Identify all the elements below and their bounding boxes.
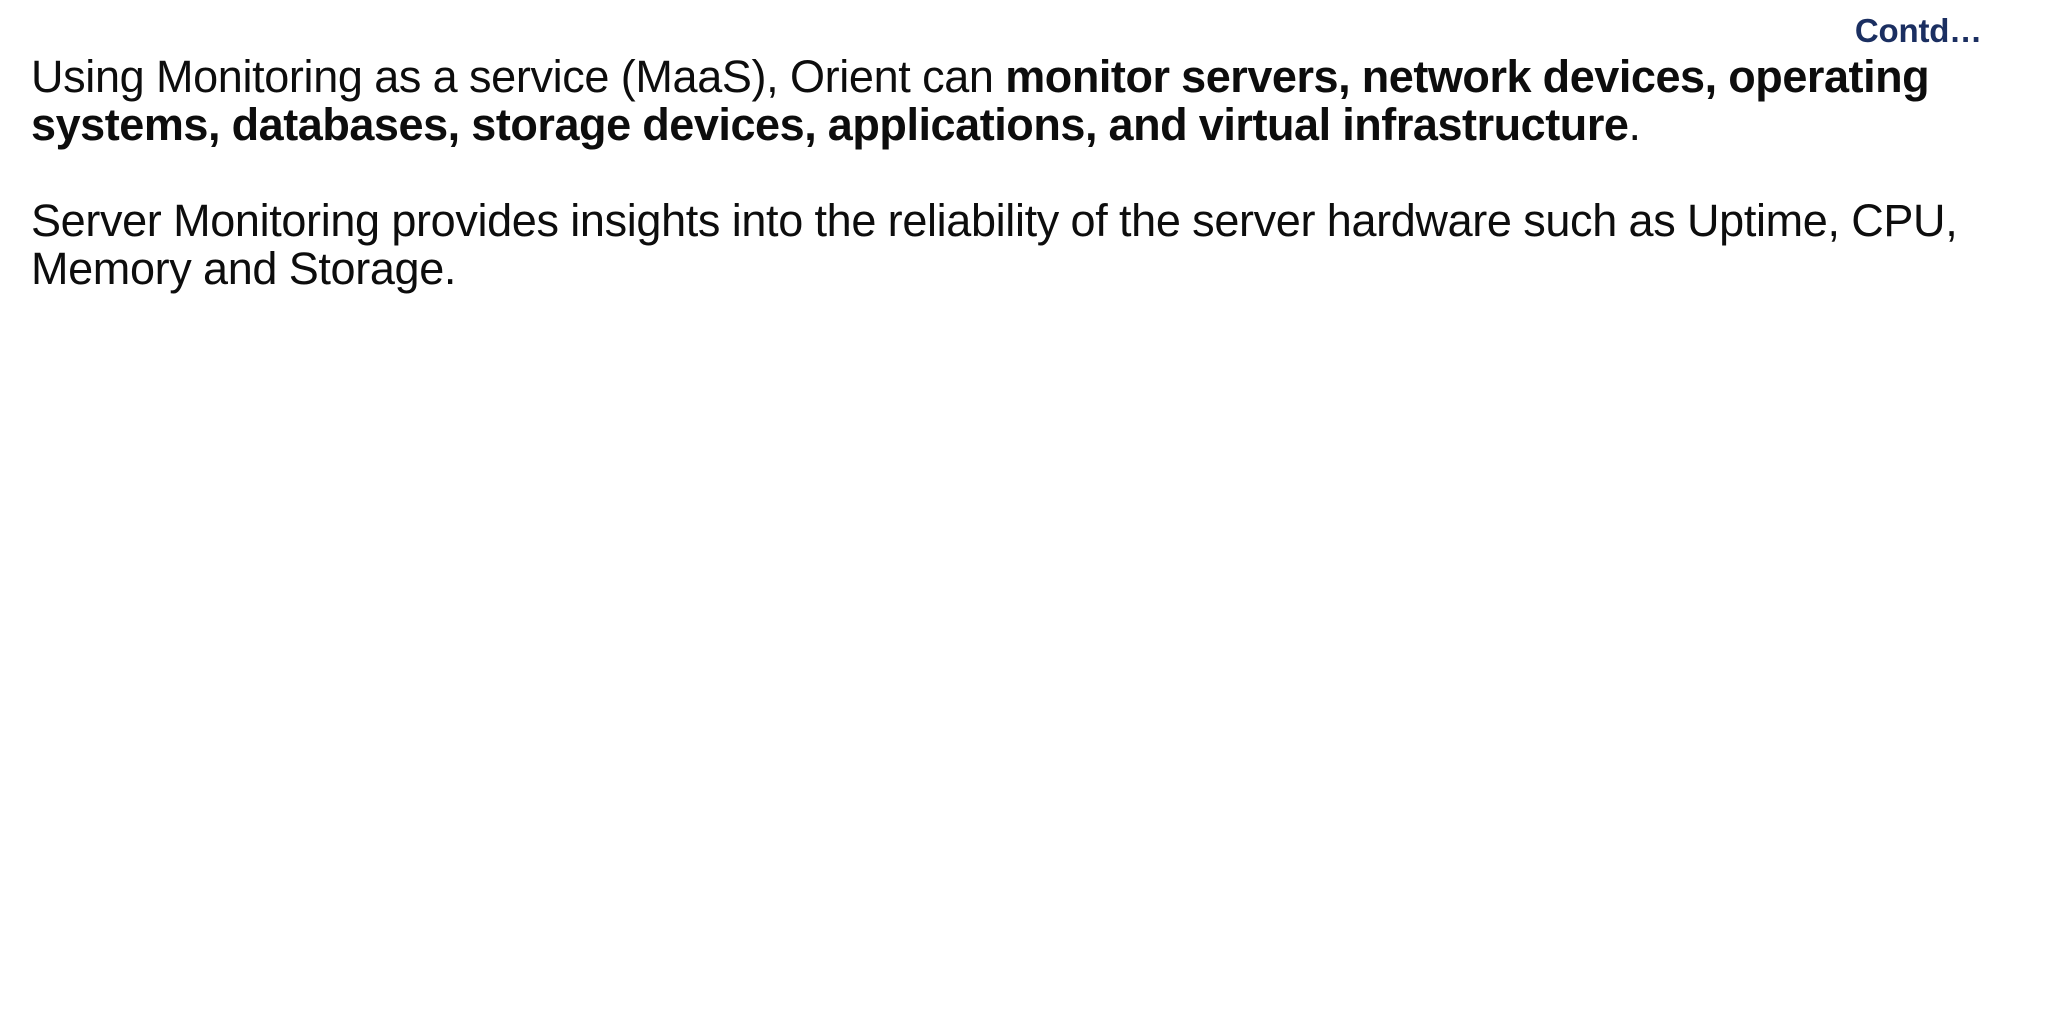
text-run-regular-insights: Server Monitoring provides insights into… bbox=[31, 195, 1958, 294]
text-run-regular-period: . bbox=[1628, 99, 1641, 150]
text-run-bold-capabilities: monitor servers, network devices, operat… bbox=[31, 51, 1930, 150]
text-run-regular-intro: Using Monitoring as a service (MaaS), Or… bbox=[31, 51, 1006, 102]
paragraph-spacer bbox=[31, 149, 2028, 197]
slide-body-text: Using Monitoring as a service (MaaS), Or… bbox=[31, 53, 2028, 293]
paragraph-maas-capabilities: Using Monitoring as a service (MaaS), Or… bbox=[31, 53, 2028, 149]
paragraph-server-monitoring-insights: Server Monitoring provides insights into… bbox=[31, 197, 2028, 293]
contd-marker: Contd… bbox=[1854, 12, 1982, 49]
